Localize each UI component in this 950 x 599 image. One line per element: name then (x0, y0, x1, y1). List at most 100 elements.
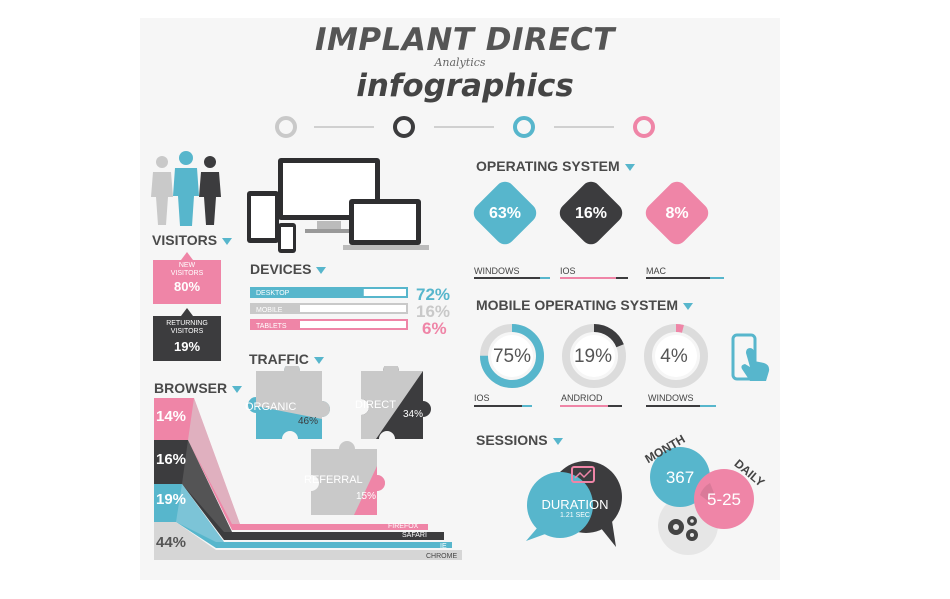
traffic-puzzle (248, 366, 431, 515)
daily-value: 5-25 (706, 490, 742, 509)
caret-down-icon (316, 266, 327, 274)
device-value-tablets: 6% (422, 319, 447, 338)
caret-down-icon (552, 437, 563, 445)
visitors-header: VISITORS (152, 232, 233, 248)
os-name-ios: IOS (560, 266, 576, 276)
mobile-os-value-ios: 75% (492, 346, 532, 367)
traffic-direct-label: DIRECT (355, 399, 396, 411)
gears-icon (668, 516, 698, 541)
browser-header-label: BROWSER (154, 380, 228, 396)
device-bar-empty-tablets (300, 321, 406, 328)
browser-name-firefox: FIREFOX (388, 523, 419, 530)
sessions-header-label: SESSIONS (476, 432, 548, 448)
duration-label: DURATION (541, 497, 609, 512)
browser-band-safari (154, 440, 444, 540)
os-diamond-windows (473, 181, 537, 245)
devices-bars (250, 287, 408, 330)
caret-down-icon (222, 237, 233, 245)
returning-visitors-badge (153, 308, 221, 361)
people-icon (151, 151, 221, 226)
os-header: OPERATING SYSTEM (476, 158, 635, 174)
browser-band-chrome (154, 522, 462, 560)
device-bar-empty-mobile (300, 305, 406, 312)
caret-down-icon (313, 356, 324, 364)
traffic-header: TRAFFIC (249, 351, 324, 367)
mobile-os-rings (480, 324, 708, 388)
devices-header-label: DEVICES (250, 261, 312, 277)
os-header-label: OPERATING SYSTEM (476, 158, 620, 174)
os-diamond-ios (559, 181, 623, 245)
os-value-windows: 63% (488, 205, 522, 222)
browser-name-ie: IE (440, 543, 447, 550)
sessions-header: SESSIONS (476, 432, 563, 448)
browser-header: BROWSER (154, 380, 243, 396)
traffic-referral-label: REFERRAL (304, 474, 363, 486)
device-bar-empty-desktop (363, 289, 406, 296)
mobile-os-ring-center-android (573, 335, 615, 377)
device-value-mobile: 16% (416, 302, 451, 321)
device-bar-track-desktop (250, 287, 408, 298)
duration-bubbles (526, 461, 622, 547)
mobile-os-ring-arc-android (562, 324, 626, 388)
returning-visitors-value: 19% (173, 339, 201, 354)
page-subtitle: Analytics (434, 56, 486, 69)
device-value-desktop: 72% (416, 285, 451, 304)
mobile-os-name-ios: IOS (474, 393, 490, 403)
device-label-mobile: MOBILE (256, 307, 283, 314)
browser-name-safari: SAFARI (402, 532, 427, 539)
browser-value-ie: 19% (156, 491, 187, 508)
visitors-header-label: VISITORS (152, 232, 218, 248)
mobile-os-ring-center-ios (491, 335, 533, 377)
mobile-os-header-label: MOBILE OPERATING SYSTEM (476, 297, 678, 313)
mobile-os-name-windows: WINDOWS (648, 393, 694, 403)
caret-down-icon (624, 163, 635, 171)
traffic-header-label: TRAFFIC (249, 351, 309, 367)
traffic-direct-value: 34% (403, 409, 424, 420)
month-value: 367 (665, 468, 695, 487)
mobile-os-value-android: 19% (573, 346, 613, 367)
step-circle-dark (393, 116, 415, 138)
puzzle-direct (361, 366, 431, 439)
device-label-desktop: DESKTOP (256, 290, 290, 297)
devices-icon (247, 158, 429, 253)
page-title-secondary: infographics (356, 68, 574, 104)
browser-value-chrome: 44% (156, 534, 187, 551)
mobile-os-ring-arc-ios (480, 324, 544, 388)
browser-value-firefox: 14% (156, 408, 187, 425)
step-indicator (275, 116, 655, 138)
mobile-os-ring-center-windows (655, 335, 697, 377)
mobile-os-header: MOBILE OPERATING SYSTEM (476, 297, 693, 313)
caret-down-icon (682, 302, 693, 310)
mobile-os-ring-arc-windows (644, 324, 708, 388)
os-diamonds (473, 181, 724, 279)
traffic-organic-label: ORGANIC (245, 401, 297, 413)
os-name-mac: MAC (646, 266, 666, 276)
touch-phone-icon (731, 333, 770, 381)
devices-header: DEVICES (250, 261, 327, 277)
mobile-os-value-windows: 4% (660, 346, 688, 367)
os-value-ios: 16% (574, 205, 608, 222)
month-daily-circles (650, 447, 754, 555)
traffic-referral-value: 15% (356, 491, 377, 502)
mobile-os-name-android: ANDRIOD (561, 393, 603, 403)
browser-chart (154, 398, 462, 560)
duration-value: 1.21 SEC (560, 512, 590, 519)
chart-screen-icon (571, 466, 595, 483)
caret-down-icon (232, 385, 243, 393)
os-diamond-mac (645, 181, 709, 245)
page-title: IMPLANT DIRECT (315, 22, 615, 58)
os-name-windows: WINDOWS (474, 266, 520, 276)
puzzle-organic (248, 366, 330, 439)
browser-value-safari: 16% (156, 451, 187, 468)
step-circle-pink (633, 116, 655, 138)
mobile-os-underlines (474, 405, 716, 407)
new-visitors-value: 80% (173, 279, 201, 294)
os-value-mac: 8% (665, 205, 689, 222)
new-visitors-badge (153, 252, 221, 304)
device-label-tablets: TABLETS (256, 323, 287, 330)
puzzle-referral (311, 441, 385, 515)
step-circle-blue (513, 116, 535, 138)
step-circle-gray (275, 116, 297, 138)
